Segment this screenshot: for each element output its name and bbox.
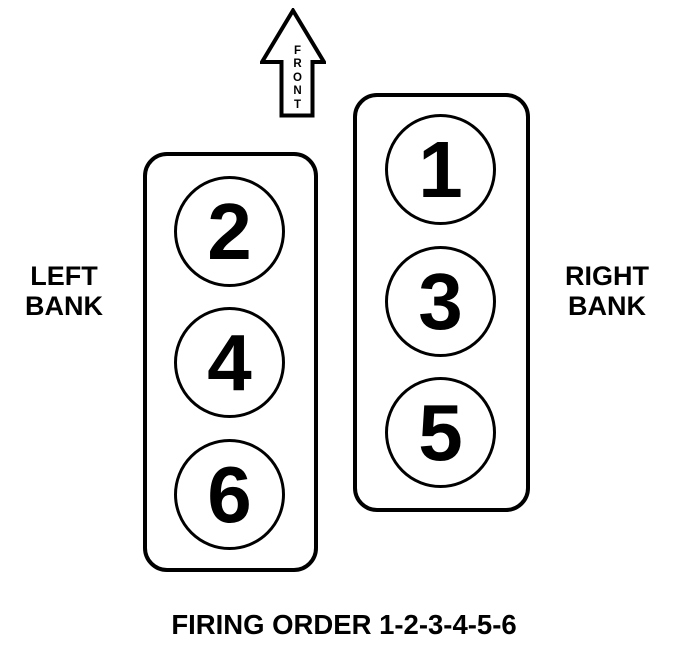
front-arrow-icon <box>260 8 326 118</box>
right-bank-label: RIGHT BANK <box>549 261 665 321</box>
cylinder-6: 6 <box>174 439 285 550</box>
cylinder-4-number: 4 <box>207 317 252 407</box>
cylinder-2-number: 2 <box>207 186 252 276</box>
left-bank-label-line1: LEFT <box>30 261 98 291</box>
cylinder-5: 5 <box>385 377 496 488</box>
cylinder-4: 4 <box>174 307 285 418</box>
cylinder-1-number: 1 <box>418 124 463 214</box>
cylinder-3: 3 <box>385 246 496 357</box>
right-bank-label-line1: RIGHT <box>565 261 649 291</box>
cylinder-1: 1 <box>385 114 496 225</box>
firing-order-caption: FIRING ORDER 1-2-3-4-5-6 <box>171 609 517 640</box>
cylinder-2: 2 <box>174 176 285 287</box>
cylinder-3-number: 3 <box>418 256 463 346</box>
cylinder-5-number: 5 <box>418 387 463 477</box>
cylinder-6-number: 6 <box>207 449 252 539</box>
left-bank-label-line2: BANK <box>25 290 103 321</box>
front-arrow-label: FRONT <box>293 45 302 111</box>
left-bank-label: LEFT BANK <box>6 261 122 321</box>
right-bank-label-line2: BANK <box>568 290 646 321</box>
